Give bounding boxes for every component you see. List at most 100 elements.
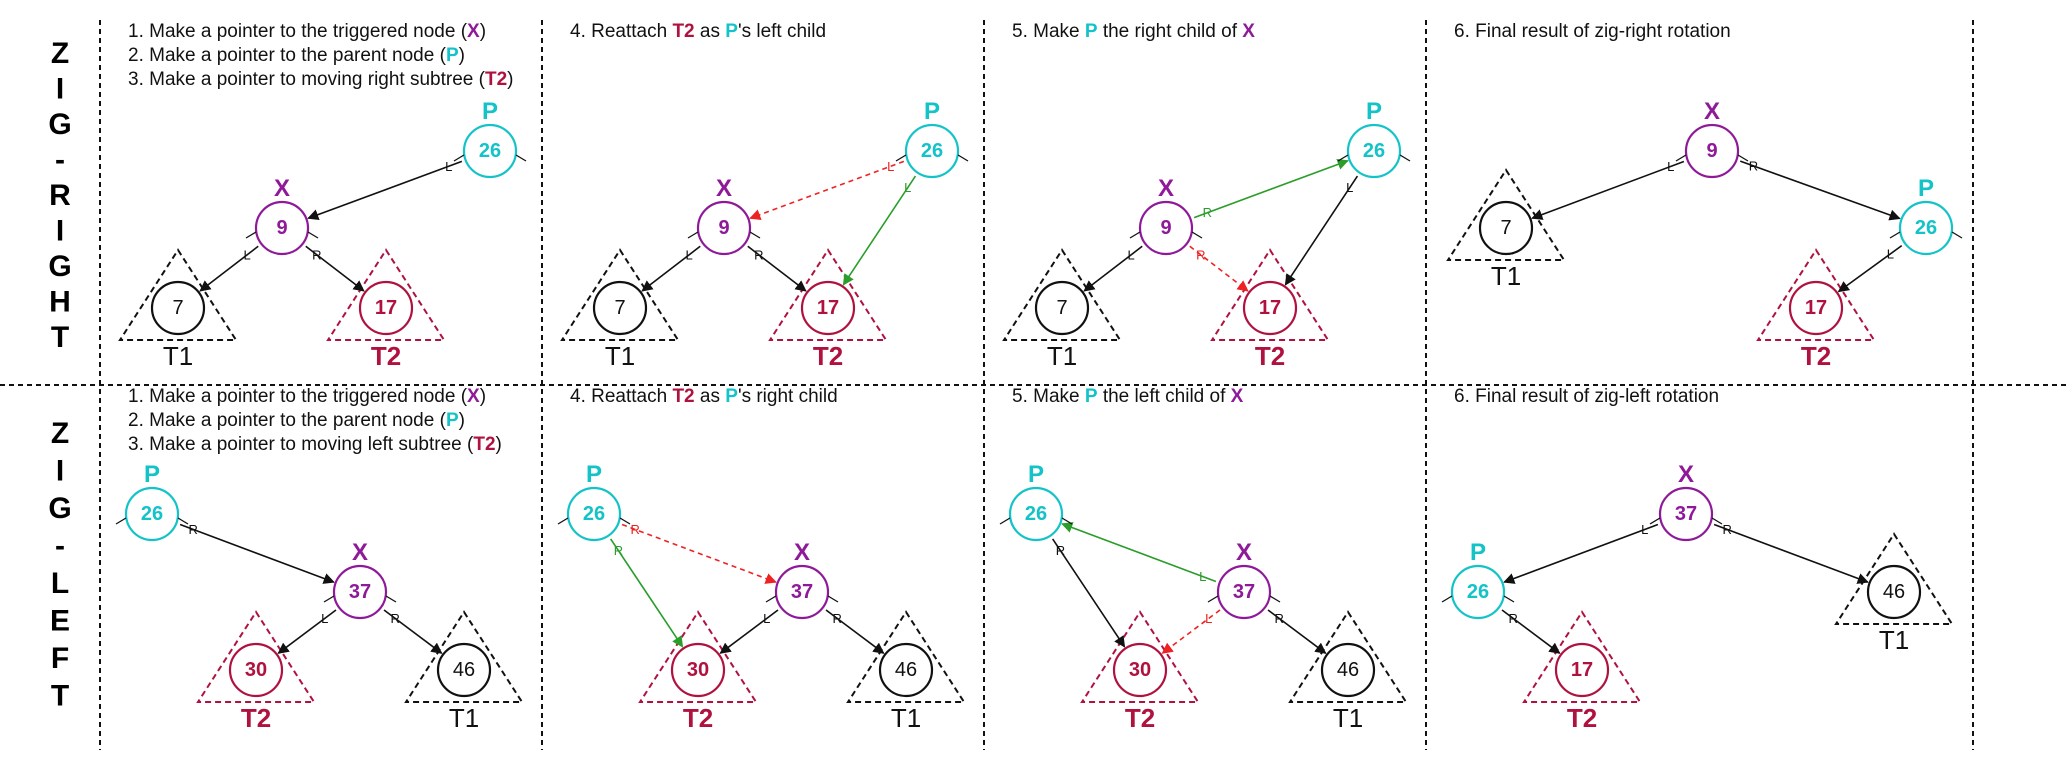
pointer-stub [1269,595,1281,603]
node-value: 37 [1675,503,1697,525]
new-edge [842,175,917,286]
edge [199,245,259,292]
edge-side-label: L [321,611,328,626]
pointer-stub [323,595,335,603]
pointer-tag: X [352,539,368,566]
tree-node [436,642,492,698]
pointer-stub [1441,595,1453,603]
new-edge [609,538,684,648]
tree-node [566,486,622,542]
subtree-label: T1 [605,341,635,371]
edge-side-label: R [614,543,623,558]
node-value: 30 [1129,659,1151,681]
tree-node [1346,123,1402,179]
edge-side-label: R [1275,611,1284,626]
edge [1503,523,1659,584]
edge-side-label: L [1205,611,1212,626]
subtree-triangle [560,248,680,341]
panels: 1. Make a pointer to the triggered node … [115,21,1963,733]
panel: 6. Final result of zig-left rotationT1T2… [1441,386,1954,733]
pointer-stub [1503,595,1515,603]
pointer-tag: X [794,539,810,566]
edge [179,523,335,584]
panel: 1. Make a pointer to the triggered node … [118,21,527,371]
edge [1739,160,1901,221]
edge-side-label: L [1667,159,1674,174]
subtree-triangle [846,610,966,703]
node-value: 26 [1915,217,1937,239]
edge [1837,244,1903,293]
node-value: 17 [1571,659,1593,681]
edge-side-label: L [904,180,911,195]
row-title-letter: T [51,321,69,354]
pointer-stub [515,154,527,162]
step-text: 1. Make a pointer to the triggered node … [128,21,486,42]
row-title-letter: E [50,605,70,638]
pointer-stub [385,595,397,603]
row-title-letter: G [48,250,71,283]
tree-node [1478,200,1534,256]
node-value: 9 [276,217,287,239]
node-value: 30 [245,659,267,681]
pointer-stub [827,595,839,603]
row-title-letter: G [48,108,71,141]
step-text: 4. Reattach T2 as P's right child [570,386,838,407]
pointer-stub [1337,154,1349,162]
edge [1267,609,1327,654]
subtree-triangle [1288,610,1408,703]
step-text: 2. Make a pointer to the parent node (P) [128,45,465,66]
subtree-triangle [768,248,888,341]
node-value: 7 [172,297,183,319]
row-title-letter: I [56,215,64,248]
tree-node [254,200,310,256]
node-value: 37 [1233,581,1255,603]
edge-side-label: R [1056,543,1065,558]
tree-node [878,642,934,698]
node-value: 30 [687,659,709,681]
edge [1083,245,1143,292]
pointer-tag: X [274,175,290,202]
removed-edge [1189,245,1249,292]
tree-node [1658,486,1714,542]
tree-node [1866,564,1922,620]
node-value: 26 [921,140,943,162]
tree-node [358,280,414,336]
edge [719,609,779,654]
pointer-stub [1951,231,1963,239]
tree-node [1008,486,1064,542]
tree-node [800,280,856,336]
subtree-label: T1 [1491,261,1521,291]
pointer-tag: P [144,461,160,488]
step-text: 1. Make a pointer to the triggered node … [128,386,486,407]
tree-node [592,280,648,336]
edge-side-label: L [1128,247,1135,262]
tree-node [1684,123,1740,179]
edge-side-label: R [1203,205,1212,220]
node-value: 9 [1160,217,1171,239]
edge-side-label: L [1641,522,1648,537]
subtree-triangle [1080,610,1200,703]
tree-node [1242,280,1298,336]
tree-node [670,642,726,698]
removed-edge [621,523,777,584]
tree-node [150,280,206,336]
pointer-stub [1711,517,1723,525]
panel-grid [0,20,2070,750]
subtree-label: T2 [1801,341,1831,371]
subtree-label: T2 [1567,703,1597,733]
step-text: 3. Make a pointer to moving right subtre… [128,69,513,90]
edge-side-label: R [391,611,400,626]
subtree-label: T1 [163,341,193,371]
tree-node [1788,280,1844,336]
tree-node [1898,200,1954,256]
pointer-tag: X [1704,98,1720,125]
node-value: 46 [1883,581,1905,603]
edge [641,245,701,292]
edge-side-label: L [1887,246,1894,261]
subtree-triangle [638,610,758,703]
node-value: 9 [1706,140,1717,162]
edge-side-label: L [445,159,452,174]
edge-side-label: L [1346,180,1353,195]
edge [1531,160,1685,220]
